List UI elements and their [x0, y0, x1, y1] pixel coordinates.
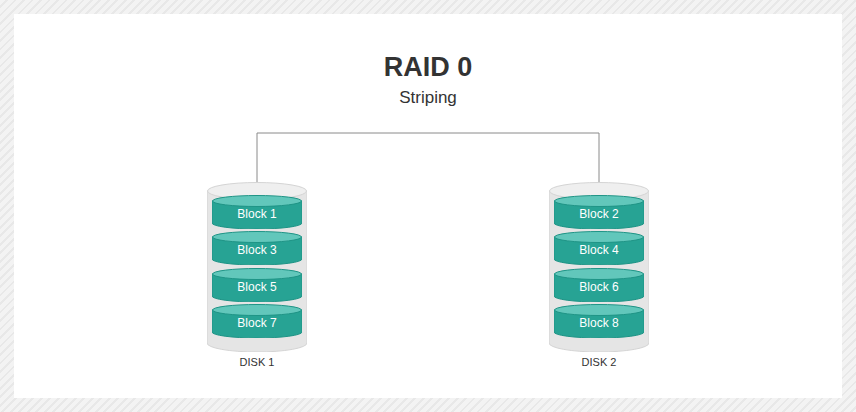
stripe-block: Block 5 [212, 268, 302, 302]
subtitle: Striping [0, 88, 856, 108]
block-label: Block 1 [212, 207, 302, 221]
stripe-connector [257, 133, 599, 195]
block-label: Block 7 [212, 316, 302, 330]
disk-cylinder: DISK 2Block 2Block 4Block 6Block 8 [549, 182, 649, 352]
stripe-block: Block 1 [212, 195, 302, 229]
diagram-title: RAID 0 [0, 52, 856, 83]
block-cylinder-top [213, 196, 302, 207]
block-cylinder-top [555, 196, 644, 207]
block-cylinder-top [555, 269, 644, 280]
block-label: Block 5 [212, 280, 302, 294]
block-label: Block 3 [212, 243, 302, 257]
disk-label: DISK 1 [187, 356, 327, 368]
block-label: Block 4 [554, 243, 644, 257]
block-cylinder-top [555, 232, 644, 243]
stripe-block: Block 7 [212, 304, 302, 338]
block-label: Block 8 [554, 316, 644, 330]
stripe-block: Block 3 [212, 231, 302, 265]
disk-shape-body [207, 191, 307, 352]
block-cylinder-top [555, 305, 644, 316]
block-cylinder-top [213, 269, 302, 280]
block-cylinder-top [213, 232, 302, 243]
block-cylinder-top [213, 305, 302, 316]
disk-label: DISK 2 [529, 356, 669, 368]
stripe-block: Block 6 [554, 268, 644, 302]
disk-cylinder: DISK 1Block 1Block 3Block 5Block 7 [207, 182, 307, 352]
disk-shape-body [549, 191, 649, 352]
stripe-block: Block 8 [554, 304, 644, 338]
stripe-block: Block 4 [554, 231, 644, 265]
stripe-block: Block 2 [554, 195, 644, 229]
block-label: Block 6 [554, 280, 644, 294]
block-label: Block 2 [554, 207, 644, 221]
